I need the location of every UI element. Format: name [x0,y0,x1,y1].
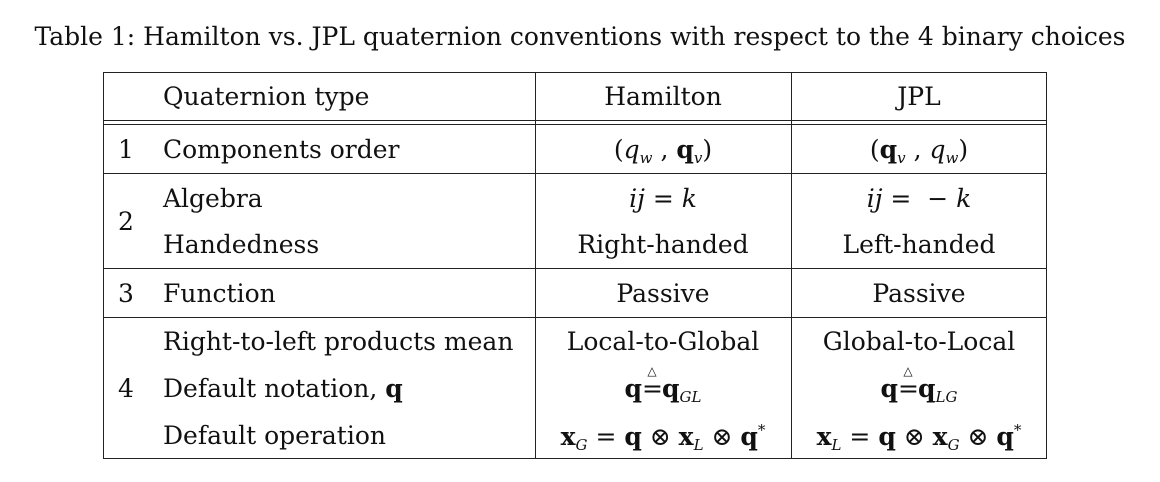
header-hamilton: Hamilton [604,82,722,111]
rule-row2 [103,268,1047,269]
row2-number: 2 [118,207,134,236]
row2-jpl-algebra: ij = − k [866,184,972,213]
row2-label-handedness: Handedness [163,230,320,259]
row2-label-algebra: Algebra [163,184,263,213]
row1-jpl: (qv , qw) [869,135,969,167]
rule-header-1 [103,120,1047,121]
rule-bottom [103,458,1047,459]
row4-label-products: Right-to-left products mean [163,327,514,356]
row4-label-notation-symbol: q [385,374,403,403]
row3-number: 3 [118,279,134,308]
row4-jpl-notation: q=△qLG [880,364,958,406]
rule-col-hamilton [535,72,536,459]
table-caption: Table 1: Hamilton vs. JPL quaternion con… [34,22,1126,51]
row2-hamilton-algebra: ij = k [629,184,697,213]
row4-jpl-products: Global-to-Local [822,327,1016,356]
rule-top [103,72,1047,73]
rule-row1 [103,173,1047,174]
row4-label-notation: Default notation, q [163,376,403,401]
row1-number: 1 [118,135,134,164]
row4-number: 4 [118,374,134,403]
rule-right [1046,72,1047,459]
row4-jpl-operation: xL = q ⊗ xG ⊗ q* [816,421,1022,454]
row2-jpl-handedness: Left-handed [842,230,996,259]
row4-label-notation-text: Default notation, [163,374,386,403]
row4-label-operation: Default operation [163,421,386,450]
row3-jpl: Passive [872,279,966,308]
conventions-table: Quaternion type Hamilton JPL 1 Component… [103,72,1047,459]
row1-hamilton: (qw , qv) [613,135,713,167]
row4-hamilton-notation: q=△qGL [624,364,702,406]
rule-left [103,72,104,459]
row4-hamilton-operation: xG = q ⊗ xL ⊗ q* [560,421,766,454]
row3-hamilton: Passive [616,279,710,308]
rule-header-2 [103,124,1047,125]
row2-hamilton-handedness: Right-handed [577,230,749,259]
rule-row3 [103,317,1047,318]
row1-label: Components order [163,135,400,164]
header-jpl: JPL [897,82,941,111]
row3-label: Function [163,279,276,308]
header-quaternion-type: Quaternion type [163,82,370,111]
row4-hamilton-products: Local-to-Global [566,327,760,356]
rule-col-jpl [791,72,792,459]
